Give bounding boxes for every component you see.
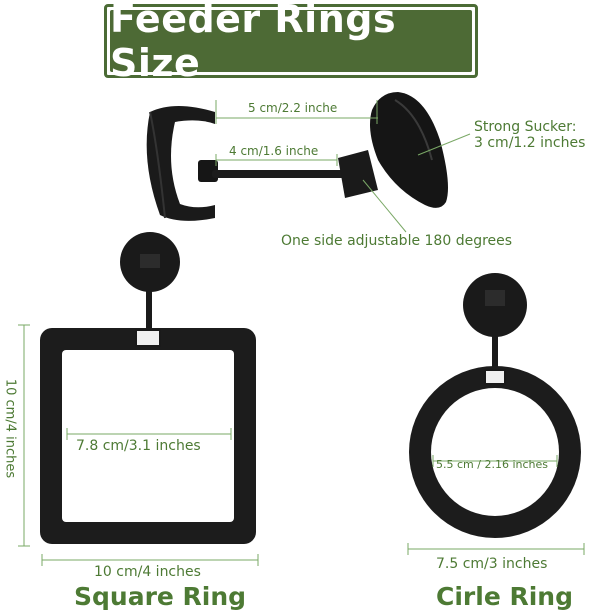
title-banner-fill: Feeder Rings Size	[110, 0, 472, 85]
square-ring-stem	[146, 285, 152, 337]
sucker-length-inner-label: 4 cm/1.6 inche	[229, 144, 319, 158]
strong-sucker-label-line1: Strong Sucker:	[474, 119, 577, 135]
adjustable-label: One side adjustable 180 degrees	[281, 233, 513, 249]
circle-ring-inner-label: 5.5 cm / 2.16 inches	[436, 458, 548, 471]
sucker-detail	[146, 92, 448, 221]
square-ring	[40, 232, 256, 544]
circle-ring	[409, 273, 581, 538]
circle-ring-width-label: 7.5 cm/3 inches	[436, 556, 548, 572]
partial-ring-inner	[171, 120, 215, 208]
square-ring-inner-label: 7.8 cm/3.1 inches	[76, 438, 201, 454]
circle-ring-caption: Cirle Ring	[436, 582, 573, 611]
circle-ring-stem	[492, 330, 498, 378]
strong-sucker-label-line2: 3 cm/1.2 inches	[474, 135, 586, 151]
sucker-dimension-lines	[215, 100, 471, 233]
square-ring-width-label: 10 cm/4 inches	[94, 564, 201, 580]
page-title: Feeder Rings Size	[110, 0, 397, 85]
circle-ring-dimension-lines	[407, 455, 585, 555]
sucker-length-outer-label: 5 cm/2.2 inche	[248, 101, 338, 115]
sucker-arm	[212, 170, 347, 178]
square-ring-dimension-lines	[18, 324, 259, 566]
square-ring-caption: Square Ring	[74, 582, 247, 611]
title-banner: Feeder Rings Size	[104, 0, 478, 85]
sucker-cup	[370, 92, 448, 208]
square-ring-height-label: 10 cm/4 inches	[2, 378, 18, 479]
